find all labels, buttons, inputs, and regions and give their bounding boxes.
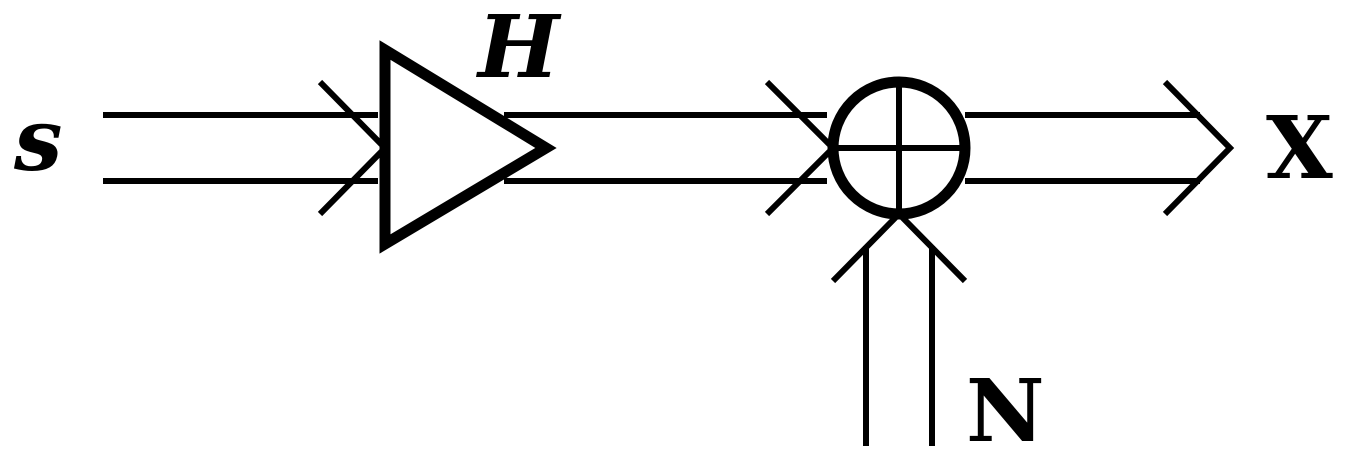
summing-junction <box>827 76 971 220</box>
output-label: X <box>1266 98 1333 199</box>
output-double-arrow <box>965 79 1235 217</box>
middle-arrowhead <box>764 79 838 217</box>
noise-arrowhead <box>830 209 968 284</box>
gain-label: H <box>478 0 560 98</box>
gain-triangle <box>379 40 557 254</box>
noise-label: N <box>966 361 1045 462</box>
input-label: s <box>14 90 63 191</box>
input-arrowhead <box>317 79 390 217</box>
noise-double-arrow <box>830 209 968 446</box>
input-double-arrow <box>103 79 390 217</box>
output-arrowhead <box>1162 79 1235 217</box>
